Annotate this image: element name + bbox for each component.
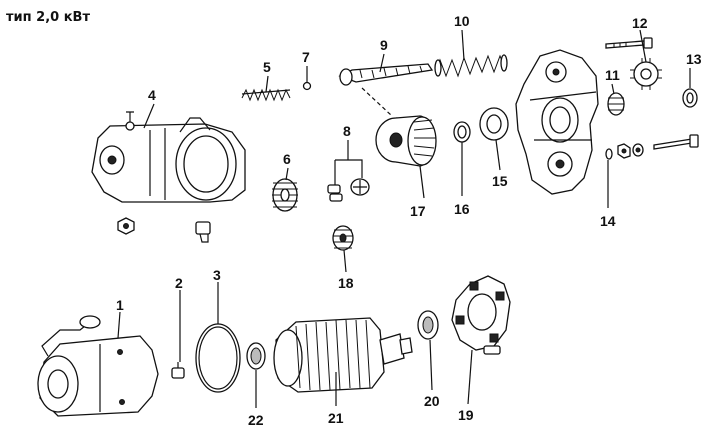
terminal-2 [171,362,185,379]
callout-19: 19 [458,407,474,423]
callout-11: 11 [605,67,620,83]
rollers-8 [327,159,370,202]
pinion-12 [630,58,662,90]
motor-yoke-1 [37,315,159,417]
ball-7 [302,81,312,91]
callout-17: 17 [410,203,426,219]
callout-22: 22 [248,412,264,428]
washer-15 [479,107,509,141]
callout-21: 21 [328,410,344,426]
bolt-top [605,37,653,49]
spring-10 [434,54,508,78]
callout-5: 5 [263,59,271,75]
callout-15: 15 [492,173,508,189]
leader-lines [117,29,691,408]
bearing-20 [417,310,439,340]
callout-16: 16 [454,201,470,217]
housing-bushing [195,221,211,243]
callout-4: 4 [148,87,156,103]
end-bracket [515,49,599,195]
callout-14: 14 [600,213,616,229]
washers-14 [605,143,644,160]
callout-3: 3 [213,267,221,283]
gear-18 [332,225,354,251]
bearing-22 [246,342,266,370]
callout-10: 10 [454,13,470,29]
housing-nut [117,217,135,235]
callout-8: 8 [343,123,351,139]
callout-18: 18 [338,275,354,291]
callout-6: 6 [283,151,291,167]
callout-7: 7 [302,49,310,65]
callout-1: 1 [116,297,124,313]
shaft-9 [338,63,434,117]
ring-16 [453,121,471,143]
diagram-title: тип 2,0 кВт [6,10,90,25]
brush-holder-19 [451,275,511,355]
callout-2: 2 [175,275,183,291]
callout-12: 12 [632,15,648,31]
armature-21 [273,317,413,393]
clutch-17 [375,115,437,167]
callout-20: 20 [424,393,440,409]
spring-11 [607,92,625,116]
ring-13 [682,88,698,108]
bolt-bottom [653,134,699,150]
gear-6 [272,178,298,212]
drive-housing [91,111,246,203]
callout-9: 9 [380,37,388,53]
callout-13: 13 [686,51,702,67]
oring-3 [195,323,241,393]
